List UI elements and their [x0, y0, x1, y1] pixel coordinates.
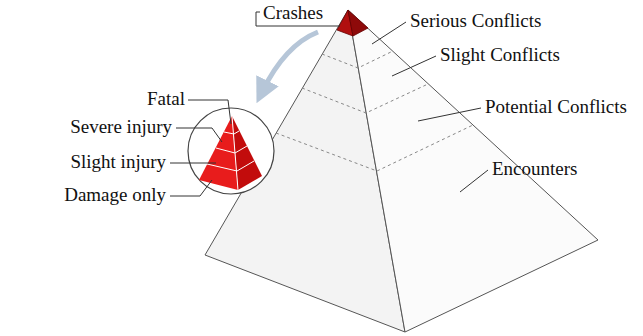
level-label: Serious Conflicts — [410, 10, 541, 32]
level-label: Slight Conflicts — [440, 44, 560, 66]
severity-label: Damage only — [64, 184, 166, 206]
severity-label: Slight injury — [70, 151, 166, 173]
crash-label: Crashes — [263, 2, 323, 24]
severity-label: Fatal — [147, 88, 185, 110]
level-label: Potential Conflicts — [485, 96, 627, 118]
level-label: Encounters — [492, 158, 577, 180]
severity-label: Severe injury — [70, 116, 172, 138]
